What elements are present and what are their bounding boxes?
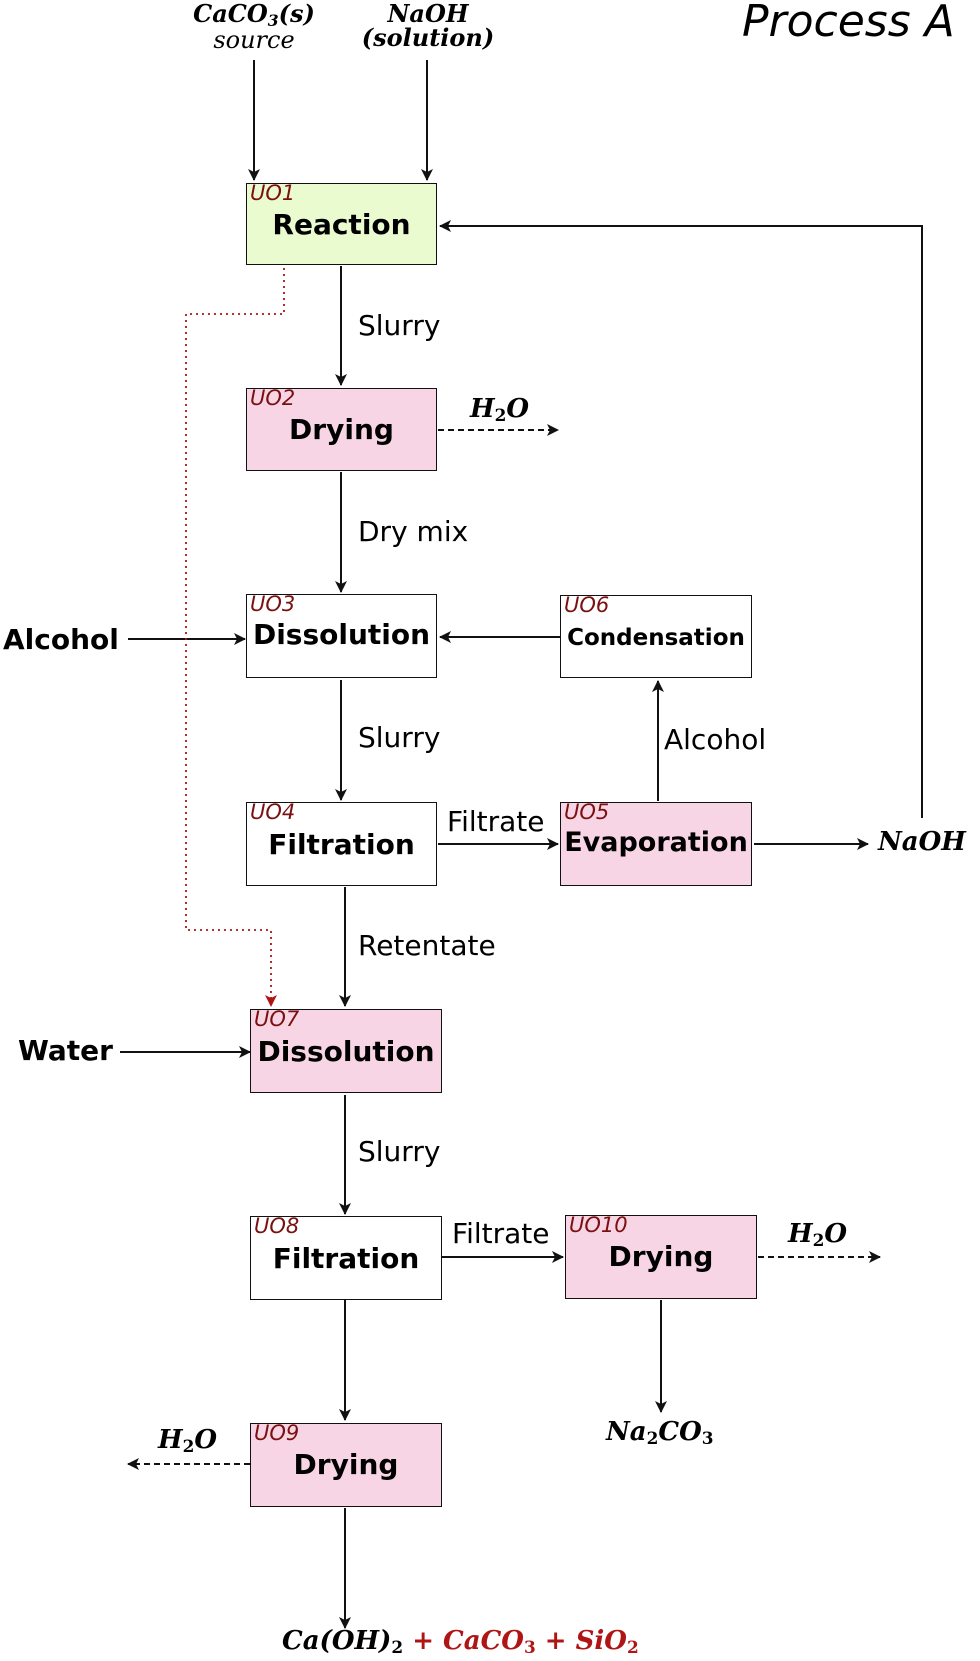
uo8-name: Filtration: [272, 1242, 420, 1275]
stream-label-alcohol-recycle: Alcohol: [664, 723, 767, 756]
uo3-name: Dissolution: [252, 618, 431, 651]
feed-label-water: Water: [18, 1034, 113, 1067]
unit-uo6-condensation: UO6 Condensation: [560, 595, 752, 678]
product-label-final: Ca(OH)2 + CaCO3 + SiO2: [282, 1626, 639, 1658]
h2o-output-uo10: H2O: [788, 1219, 847, 1251]
uo10-id: UO10: [569, 1213, 628, 1237]
uo4-id: UO4: [250, 800, 296, 824]
product-label-na2co3: Na2CO3: [606, 1417, 714, 1449]
uo6-name: Condensation: [567, 625, 745, 651]
diagram-title: Process A: [742, 0, 955, 47]
uo2-name: Drying: [289, 413, 394, 446]
uo4-name: Filtration: [268, 828, 415, 861]
uo2-id: UO2: [250, 386, 296, 410]
unit-uo5-evaporation: UO5 Evaporation: [560, 802, 752, 886]
uo7-name: Dissolution: [257, 1035, 435, 1068]
uo9-id: UO9: [254, 1421, 300, 1445]
unit-uo8-filtration: UO8 Filtration: [250, 1216, 442, 1300]
unit-uo4-filtration: UO4 Filtration: [246, 802, 437, 886]
arrow-naoh-recycle: [439, 220, 923, 818]
uo1-id: UO1: [250, 181, 296, 205]
unit-uo1-reaction: UO1 Reaction: [246, 183, 437, 265]
uo10-name: Drying: [608, 1240, 714, 1273]
uo1-name: Reaction: [272, 208, 411, 241]
uo9-name: Drying: [293, 1448, 399, 1481]
uo5-id: UO5: [564, 800, 610, 824]
stream-label-slurry-3: Slurry: [358, 1135, 441, 1168]
bypass-uo1-uo7: [185, 268, 285, 1007]
caco3-source-label: CaCO3(s) source: [193, 0, 315, 55]
naoh-source-label: NaOH (solution): [361, 0, 495, 52]
stream-label-slurry-1: Slurry: [358, 309, 441, 342]
uo7-id: UO7: [254, 1007, 300, 1031]
unit-uo7-dissolution: UO7 Dissolution: [250, 1009, 442, 1093]
unit-uo2-drying: UO2 Drying: [246, 388, 437, 471]
unit-uo10-drying: UO10 Drying: [565, 1215, 757, 1299]
feed-label-alcohol: Alcohol: [3, 623, 119, 656]
stream-label-filtrate-1: Filtrate: [447, 805, 545, 838]
product-label-naoh: NaOH: [878, 827, 966, 857]
unit-uo9-drying: UO9 Drying: [250, 1423, 442, 1507]
stream-label-filtrate-2: Filtrate: [452, 1217, 550, 1250]
h2o-output-uo2: H2O: [470, 394, 529, 426]
stream-label-retentate: Retentate: [358, 929, 496, 962]
h2o-output-uo9: H2O: [158, 1425, 217, 1457]
uo8-id: UO8: [254, 1214, 300, 1238]
stream-label-dry-mix: Dry mix: [358, 515, 469, 548]
uo5-name: Evaporation: [564, 827, 748, 858]
uo3-id: UO3: [250, 592, 296, 616]
stream-label-slurry-2: Slurry: [358, 721, 441, 754]
unit-uo3-dissolution: UO3 Dissolution: [246, 594, 437, 678]
uo6-id: UO6: [564, 593, 610, 617]
